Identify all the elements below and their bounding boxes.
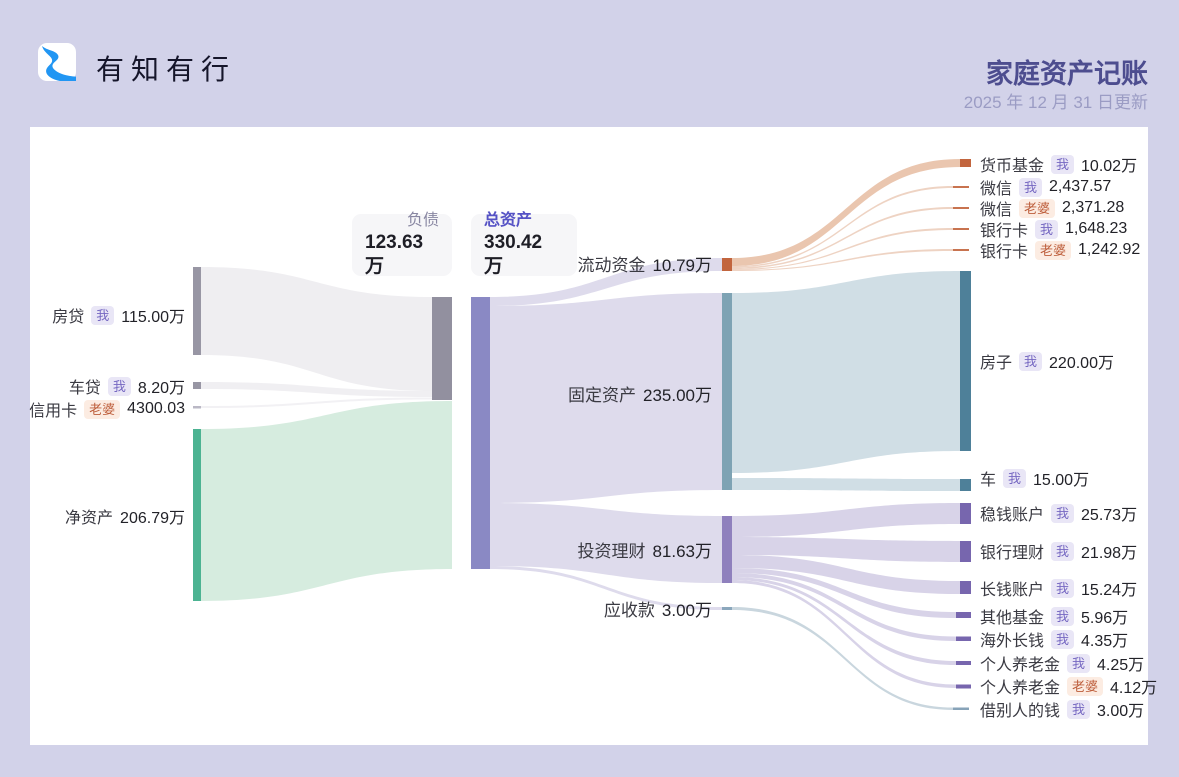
label-name: 个人养老金 — [980, 657, 1061, 674]
owner-badge-me: 我 — [1051, 541, 1075, 561]
label-name: 微信 — [980, 181, 1013, 198]
label-name: 房子 — [980, 355, 1013, 372]
label-value: 1,242.92 — [1078, 241, 1141, 258]
owner-badge-me: 我 — [1067, 653, 1091, 673]
label-wechat-me: 微信 我 2,437.57 — [980, 176, 1111, 198]
owner-badge-me: 我 — [1019, 351, 1043, 371]
label-name: 银行卡 — [980, 244, 1029, 261]
label-bank-card-me: 银行卡 我 1,648.23 — [980, 218, 1127, 240]
liabilities-value: 123.63万 — [365, 232, 424, 277]
label-name: 车贷 — [68, 380, 101, 397]
label-value: 15.24万 — [1081, 582, 1138, 599]
label-pension-me: 个人养老金 我 4.25万 — [980, 652, 1144, 674]
label-name: 流动资金 — [577, 255, 646, 275]
app-logo — [38, 43, 76, 81]
label-money-fund: 货币基金 我 10.02万 — [980, 153, 1137, 175]
label-value: 21.98万 — [1081, 545, 1138, 562]
total-assets-label: 总资产 — [484, 212, 533, 229]
label-car: 车 我 15.00万 — [980, 467, 1089, 489]
label-pension-wife: 个人养老金 老婆 4.12万 — [980, 675, 1157, 697]
river-logo-icon — [42, 46, 76, 81]
owner-badge-me: 我 — [1051, 578, 1075, 598]
label-long-term-account: 长钱账户 我 15.24万 — [980, 577, 1137, 599]
updated-date: 2025 年 12 月 31 日更新 — [963, 93, 1148, 112]
label-credit-card: 信用卡 老婆 4300.03 — [29, 398, 185, 420]
owner-badge-me: 我 — [107, 376, 131, 396]
label-bank-wealth: 银行理财 我 21.98万 — [980, 540, 1137, 562]
label-value: 4.35万 — [1081, 633, 1129, 650]
liabilities-label: 负债 — [406, 212, 439, 229]
total-assets-summary-card: 总资产 330.42 万 — [471, 212, 577, 277]
owner-badge-me: 我 — [1019, 177, 1043, 197]
label-liquid-assets: 流动资金 10.79万 — [577, 252, 712, 275]
label-name: 稳钱账户 — [980, 507, 1045, 524]
label-name: 借别人的钱 — [980, 703, 1061, 720]
label-name: 微信 — [980, 202, 1013, 219]
label-name: 应收款 — [603, 600, 655, 620]
owner-badge-me: 我 — [1067, 699, 1091, 719]
label-name: 投资理财 — [577, 541, 646, 561]
label-name: 房贷 — [52, 309, 85, 326]
label-name: 银行卡 — [980, 223, 1029, 240]
label-name: 海外长钱 — [980, 633, 1045, 650]
label-name: 信用卡 — [29, 403, 78, 420]
owner-badge-me: 我 — [1051, 154, 1075, 174]
label-wechat-wife: 微信 老婆 2,371.28 — [980, 197, 1124, 219]
label-value: 220.00万 — [1049, 355, 1114, 372]
label-name: 车 — [980, 472, 997, 489]
label-car-loan: 车贷 我 8.20万 — [69, 375, 185, 397]
total-assets-value: 330.42 万 — [484, 232, 543, 277]
label-value: 5.96万 — [1081, 610, 1129, 627]
label-name: 个人养老金 — [980, 680, 1061, 697]
owner-badge-me: 我 — [1003, 468, 1027, 488]
label-value: 4.12万 — [1110, 680, 1158, 697]
label-investment: 投资理财 81.63万 — [577, 538, 712, 561]
owner-badge-wife: 老婆 — [1019, 198, 1056, 218]
owner-badge-wife: 老婆 — [1067, 676, 1104, 696]
label-other-funds: 其他基金 我 5.96万 — [980, 605, 1128, 627]
label-stable-account: 稳钱账户 我 25.73万 — [980, 502, 1137, 524]
label-money-lent: 借别人的钱 我 3.00万 — [980, 698, 1144, 720]
label-value: 3.00万 — [661, 600, 712, 620]
label-value: 1,648.23 — [1065, 220, 1128, 237]
label-value: 10.02万 — [1081, 158, 1138, 175]
label-name: 长钱账户 — [980, 582, 1045, 599]
label-house: 房子 我 220.00万 — [980, 350, 1114, 372]
label-overseas: 海外长钱 我 4.35万 — [980, 628, 1128, 650]
label-value: 8.20万 — [137, 380, 185, 397]
owner-badge-wife: 老婆 — [84, 399, 121, 419]
label-value: 3.00万 — [1097, 703, 1145, 720]
label-value: 81.63万 — [652, 541, 712, 561]
label-fixed-assets: 固定资产 235.00万 — [568, 382, 712, 405]
owner-badge-me: 我 — [91, 305, 115, 325]
owner-badge-me: 我 — [1051, 629, 1075, 649]
label-bank-card-wife: 银行卡 老婆 1,242.92 — [980, 239, 1140, 261]
label-value: 15.00万 — [1033, 472, 1090, 489]
owner-badge-me: 我 — [1051, 503, 1075, 523]
label-value: 2,371.28 — [1062, 199, 1125, 216]
label-value: 4.25万 — [1097, 657, 1145, 674]
label-name: 货币基金 — [980, 158, 1045, 175]
label-name: 其他基金 — [980, 610, 1045, 627]
label-housing-loan: 房贷 我 115.00万 — [52, 304, 185, 326]
owner-badge-me: 我 — [1051, 606, 1075, 626]
label-name: 银行理财 — [980, 545, 1045, 562]
label-value: 4300.03 — [127, 400, 185, 417]
label-value: 10.79万 — [652, 255, 712, 275]
label-value: 206.79万 — [120, 510, 185, 527]
owner-badge-wife: 老婆 — [1035, 240, 1072, 260]
label-value: 235.00万 — [643, 385, 712, 405]
label-value: 2,437.57 — [1049, 178, 1112, 195]
owner-badge-me: 我 — [1035, 219, 1059, 239]
label-value: 25.73万 — [1081, 507, 1138, 524]
app-name: 有知有行 — [96, 53, 237, 86]
label-name: 固定资产 — [568, 385, 636, 405]
liabilities-summary-card: 负债 123.63万 — [352, 212, 452, 277]
label-receivables: 应收款 3.00万 — [603, 597, 712, 620]
label-net-assets: 净资产 206.79万 — [65, 505, 185, 527]
label-value: 115.00万 — [121, 309, 185, 326]
page-title: 家庭资产记账 — [986, 59, 1148, 89]
label-name: 净资产 — [65, 510, 114, 527]
